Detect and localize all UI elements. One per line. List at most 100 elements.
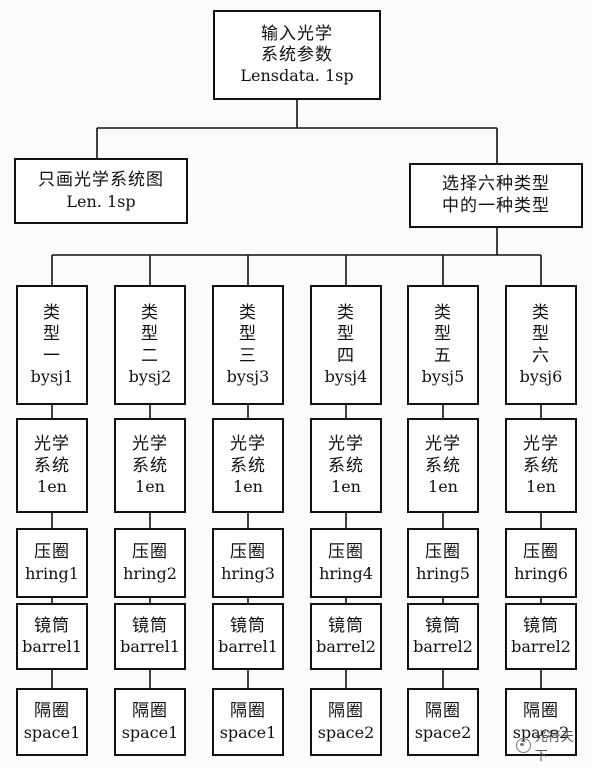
barrel-file: barrel2 <box>316 637 376 657</box>
type-char: 六 <box>532 345 550 366</box>
hring-file: hring1 <box>25 563 79 583</box>
hring-file: hring3 <box>221 563 275 583</box>
hring-label: 压圈 <box>34 542 70 563</box>
hring-label: 压圈 <box>230 542 266 563</box>
barrel-file: barrel1 <box>22 637 82 657</box>
type-file: bysj6 <box>519 366 563 386</box>
type-char: 五 <box>434 345 452 366</box>
space-box: 隔圈 space2 <box>407 688 479 756</box>
optical-system-box: 光学 系统 1en <box>114 418 186 513</box>
optical-system-box: 光学 系统 1en <box>407 418 479 513</box>
top-line2: 系统参数 <box>261 45 333 65</box>
right-line2: 中的一种类型 <box>442 195 550 216</box>
optical-system-box: 光学 系统 1en <box>310 418 382 513</box>
type-char: 型 <box>434 324 452 345</box>
hring-file: hring2 <box>123 563 177 583</box>
space-file: space1 <box>121 722 179 742</box>
choose-type-box: 选择六种类型 中的一种类型 <box>409 163 583 228</box>
optical-line: 系统 <box>523 455 559 476</box>
hring-file: hring5 <box>416 563 470 583</box>
type-char: 型 <box>532 324 550 345</box>
watermark: 光行天下 <box>516 730 586 764</box>
hring-label: 压圈 <box>523 542 559 563</box>
type-file: bysj3 <box>226 366 270 386</box>
type-file: bysj5 <box>421 366 465 386</box>
space-file: space2 <box>512 722 570 742</box>
optical-system-box: 光学 系统 1en <box>505 418 577 513</box>
space-label: 隔圈 <box>425 701 461 722</box>
space-label: 隔圈 <box>132 701 168 722</box>
hring-label: 压圈 <box>425 542 461 563</box>
hring-file: hring4 <box>319 563 373 583</box>
space-label: 隔圈 <box>523 701 559 722</box>
optical-line: 光学 <box>328 434 364 455</box>
space-label: 隔圈 <box>230 701 266 722</box>
input-optical-params-box: 输入光学 系统参数 Lensdata. 1sp <box>213 10 381 100</box>
hring-box: 压圈 hring3 <box>212 528 284 598</box>
optical-line: 系统 <box>425 455 461 476</box>
type-char: 类 <box>141 303 159 324</box>
barrel-label: 镜筒 <box>328 615 364 636</box>
barrel-label: 镜筒 <box>132 615 168 636</box>
hring-label: 压圈 <box>132 542 168 563</box>
type-file: bysj2 <box>128 366 172 386</box>
left-line1: 只画光学系统图 <box>38 170 164 191</box>
type-char: 二 <box>141 345 159 366</box>
type-box: 类 型 三 bysj3 <box>212 285 284 405</box>
top-file: Lensdata. 1sp <box>240 66 354 86</box>
type-box: 类 型 二 bysj2 <box>114 285 186 405</box>
barrel-file: barrel1 <box>218 637 278 657</box>
space-file: space1 <box>219 722 277 742</box>
type-file: bysj4 <box>324 366 368 386</box>
optical-line: 系统 <box>132 455 168 476</box>
type-char: 型 <box>141 324 159 345</box>
barrel-box: 镜筒 barrel2 <box>310 603 382 670</box>
hring-label: 压圈 <box>328 542 364 563</box>
barrel-box: 镜筒 barrel1 <box>16 603 88 670</box>
optical-file: 1en <box>331 476 361 496</box>
optical-line: 系统 <box>328 455 364 476</box>
hring-box: 压圈 hring2 <box>114 528 186 598</box>
space-file: space1 <box>23 722 81 742</box>
type-box: 类 型 四 bysj4 <box>310 285 382 405</box>
space-box: 隔圈 space1 <box>16 688 88 756</box>
wechat-icon <box>516 737 531 753</box>
type-char: 类 <box>43 303 61 324</box>
optical-line: 光学 <box>34 434 70 455</box>
type-char: 类 <box>532 303 550 324</box>
type-char: 型 <box>337 324 355 345</box>
barrel-file: barrel1 <box>120 637 180 657</box>
right-line1: 选择六种类型 <box>442 174 550 195</box>
type-char: 一 <box>43 345 61 366</box>
optical-system-box: 光学 系统 1en <box>212 418 284 513</box>
barrel-label: 镜筒 <box>523 615 559 636</box>
left-file: Len. 1sp <box>66 191 136 211</box>
space-box: 隔圈 space2 <box>310 688 382 756</box>
barrel-label: 镜筒 <box>34 615 70 636</box>
barrel-box: 镜筒 barrel1 <box>114 603 186 670</box>
type-char: 型 <box>43 324 61 345</box>
hring-box: 压圈 hring6 <box>505 528 577 598</box>
barrel-box: 镜筒 barrel2 <box>505 603 577 670</box>
space-box: 隔圈 space1 <box>114 688 186 756</box>
type-file: bysj1 <box>30 366 74 386</box>
optical-file: 1en <box>37 476 67 496</box>
type-char: 四 <box>337 345 355 366</box>
type-char: 型 <box>239 324 257 345</box>
optical-file: 1en <box>526 476 556 496</box>
hring-file: hring6 <box>514 563 568 583</box>
space-file: space2 <box>317 722 375 742</box>
type-char: 类 <box>434 303 452 324</box>
optical-file: 1en <box>233 476 263 496</box>
space-file: space2 <box>414 722 472 742</box>
draw-optical-system-box: 只画光学系统图 Len. 1sp <box>14 158 188 224</box>
space-label: 隔圈 <box>34 701 70 722</box>
type-box: 类 型 五 bysj5 <box>407 285 479 405</box>
optical-line: 光学 <box>132 434 168 455</box>
optical-line: 光学 <box>230 434 266 455</box>
barrel-box: 镜筒 barrel2 <box>407 603 479 670</box>
type-char: 类 <box>239 303 257 324</box>
hring-box: 压圈 hring4 <box>310 528 382 598</box>
